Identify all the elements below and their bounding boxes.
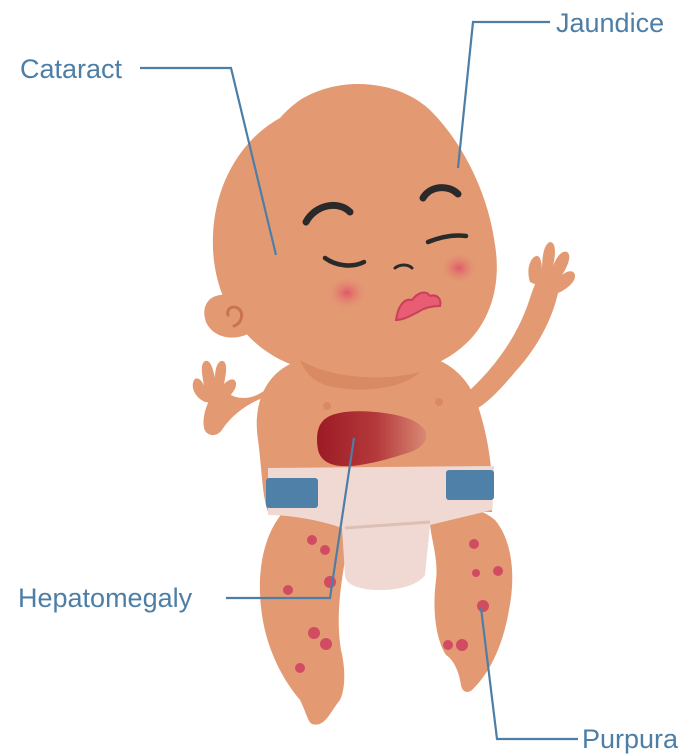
head [204,84,497,390]
right-leg [430,508,513,692]
purpura-label: Purpura [582,724,679,754]
jaundice-leader [458,22,550,168]
jaundice-label: Jaundice [556,8,664,38]
left-diaper-tab [266,478,318,508]
left-cheek [325,275,369,311]
right-cheek [439,251,479,285]
left-leg [260,500,346,725]
right-diaper-tab [446,470,494,500]
cataract-label: Cataract [20,54,123,84]
hepatomegaly-label: Hepatomegaly [18,583,193,613]
